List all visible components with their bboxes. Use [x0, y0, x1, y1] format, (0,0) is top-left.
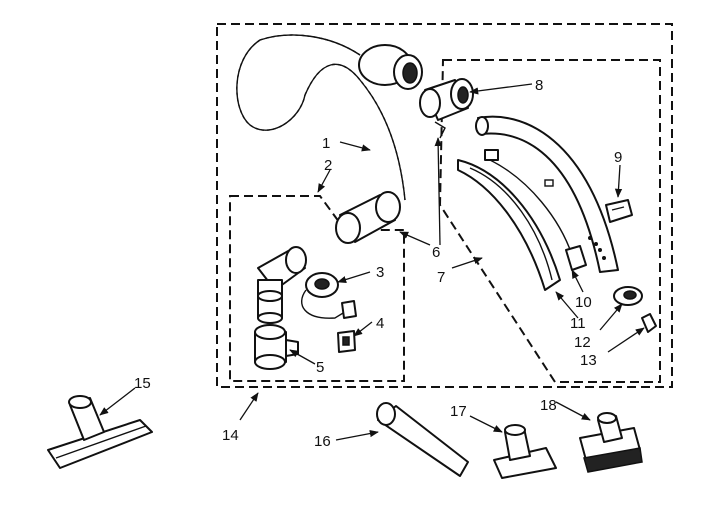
callout-7: 7 [437, 269, 445, 286]
callout-3: 3 [376, 264, 384, 281]
screw-part-13 [641, 313, 657, 333]
swivel-adapter-part-2 [257, 246, 307, 324]
callout-8: 8 [535, 77, 543, 94]
crevice-tool-part-16 [376, 402, 469, 477]
callout-12: 12 [574, 334, 591, 351]
callout-6: 6 [432, 244, 440, 261]
dusting-brush-part-18 [579, 412, 643, 473]
callout-18: 18 [540, 397, 557, 414]
power-nozzle-group-boundary [229, 195, 405, 382]
callout-14: 14 [222, 427, 239, 444]
latch-part-12 [613, 286, 643, 306]
wand-lower-part [457, 149, 573, 291]
wand-group-boundary [438, 59, 661, 383]
electrical-cord-part-10 [565, 245, 587, 271]
callout-16: 16 [314, 433, 331, 450]
callout-4: 4 [376, 315, 384, 332]
callout-9: 9 [614, 149, 622, 166]
callout-5: 5 [316, 359, 324, 376]
callout-11: 11 [570, 315, 586, 332]
cap-part-3 [301, 272, 357, 319]
wand-upper-part [475, 115, 619, 273]
callout-13: 13 [580, 352, 597, 369]
callout-2: 2 [324, 157, 332, 174]
upholstery-tool-part-17 [493, 424, 557, 479]
hose-part-1 [236, 34, 423, 244]
outer-kit-boundary [216, 23, 673, 388]
callout-15: 15 [134, 375, 151, 392]
leader-lines [99, 83, 645, 441]
canister-part-5 [254, 324, 299, 370]
callout-10: 10 [575, 294, 592, 311]
handle-cuff-part-8 [419, 78, 474, 139]
callout-1: 1 [322, 135, 330, 152]
floor-tool-part-15 [47, 395, 153, 469]
clip-part-4 [337, 330, 356, 353]
callout-17: 17 [450, 403, 467, 420]
clip-part-9 [605, 199, 633, 223]
